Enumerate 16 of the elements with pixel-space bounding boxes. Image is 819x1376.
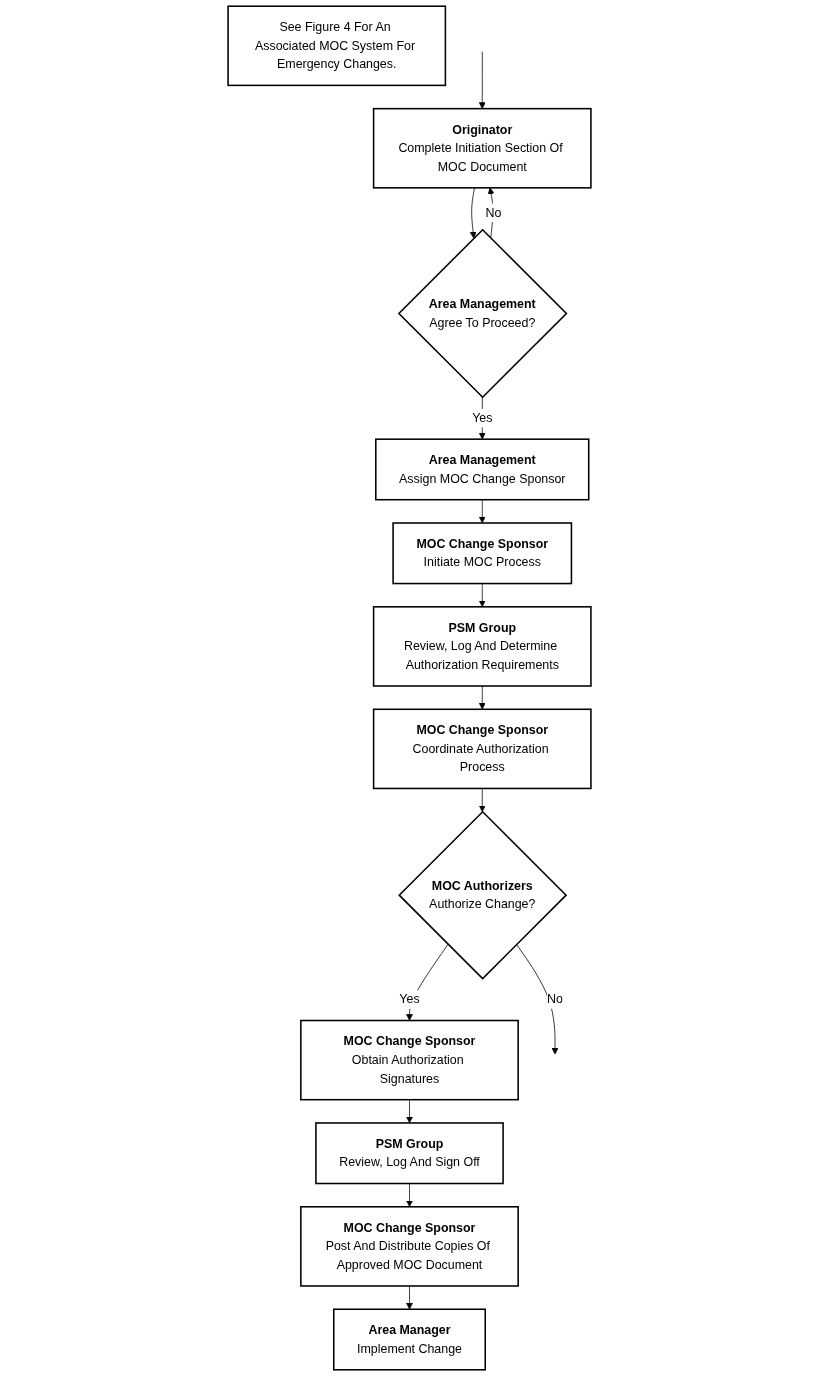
node-box: See Figure 4 For An Associated MOC System For Emergency Changes. — [227, 5, 447, 87]
node-box: Area Manager Implement Change — [332, 1308, 487, 1371]
node-diamond: MOC Authorizers Authorize Change? — [398, 810, 568, 980]
node-box: PSM Group Review, Log And Determine Authorization Requirements — [372, 606, 592, 687]
node-box: Originator Complete Initiation Section Of MOC Document — [372, 107, 592, 189]
node-box: Area Management Assign MOC Change Sponsor — [375, 438, 590, 501]
edge-label: Yes — [472, 411, 493, 425]
node-box: MOC Change Sponsor Obtain Authorization Signatures — [300, 1019, 519, 1101]
node-box: MOC Change Sponsor Post And Distribute Copies Of Approved MOC Document — [300, 1206, 519, 1287]
node-box: MOC Change Sponsor Initiate MOC Process — [392, 522, 573, 585]
edge-label: No — [547, 992, 563, 1006]
node-box: MOC Change Sponsor Coordinate Authorization Process — [372, 708, 592, 790]
node-box: PSM Group Review, Log And Sign Off — [315, 1122, 504, 1185]
node-diamond: Area Management Agree To Proceed? — [397, 228, 568, 399]
edge-label: Yes — [399, 992, 420, 1006]
edge-label: No — [485, 205, 502, 220]
